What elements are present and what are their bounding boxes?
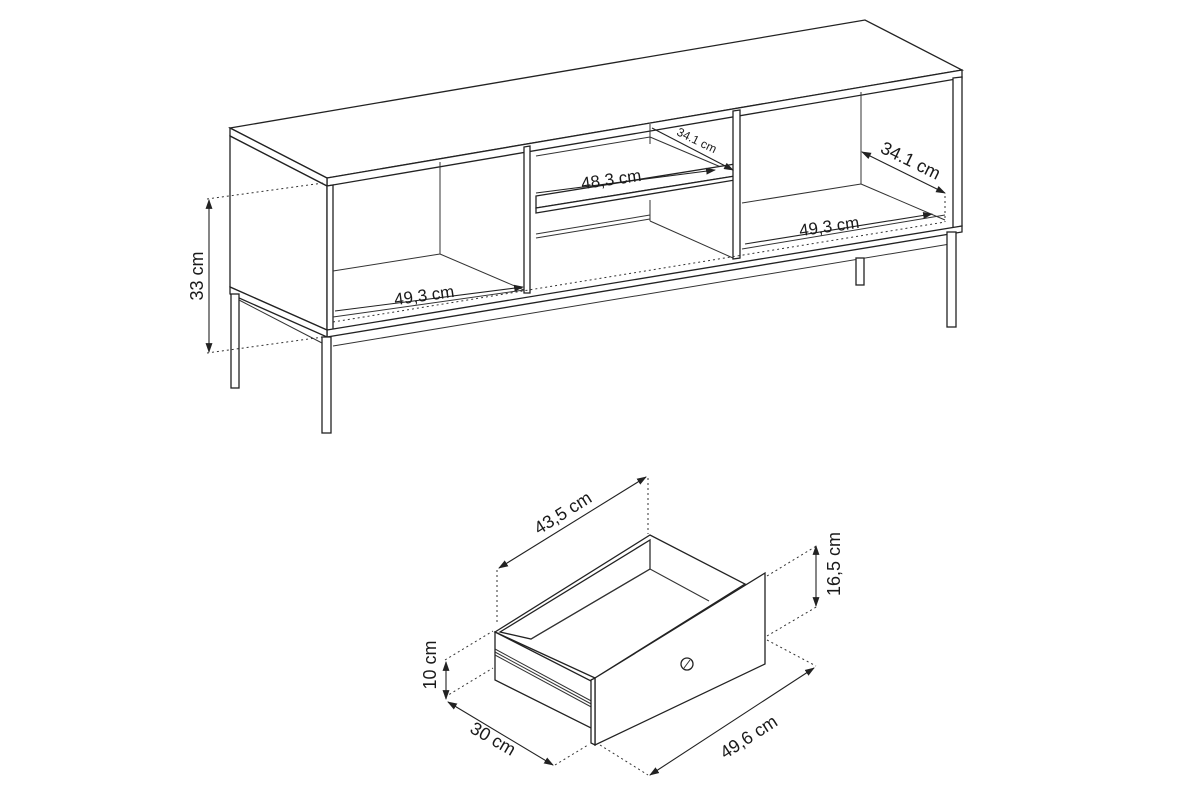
dim-right-width: 49,3 cm	[798, 213, 861, 240]
dim-drawer-front-width: 49,6 cm	[716, 711, 781, 763]
dim-cabinet-height: 33 cm	[187, 251, 207, 300]
dim-right-depth: 34.1 cm	[877, 138, 943, 184]
cabinet-drawing: 33 cm 49,3 cm 48,3 cm 34.1 cm 49,3 cm 34…	[187, 19, 965, 434]
dim-drawer-side-height: 10 cm	[420, 640, 440, 689]
left-divider	[523, 145, 531, 294]
cabinet-top	[227, 19, 965, 179]
left-compartment	[332, 162, 525, 318]
dim-drawer-inner-length: 43,5 cm	[530, 487, 595, 538]
dim-drawer-depth: 30 cm	[467, 718, 519, 760]
cabinet-base-frame	[326, 225, 963, 338]
dim-left-width: 49,3 cm	[393, 282, 456, 309]
right-divider	[732, 109, 741, 260]
dim-drawer-front-height: 16,5 cm	[824, 532, 844, 596]
middle-compartment	[535, 124, 736, 259]
drawer-drawing: 43,5 cm 16,5 cm 10 cm 30 cm 49,6 cm	[420, 476, 844, 776]
cabinet-legs	[230, 231, 957, 434]
